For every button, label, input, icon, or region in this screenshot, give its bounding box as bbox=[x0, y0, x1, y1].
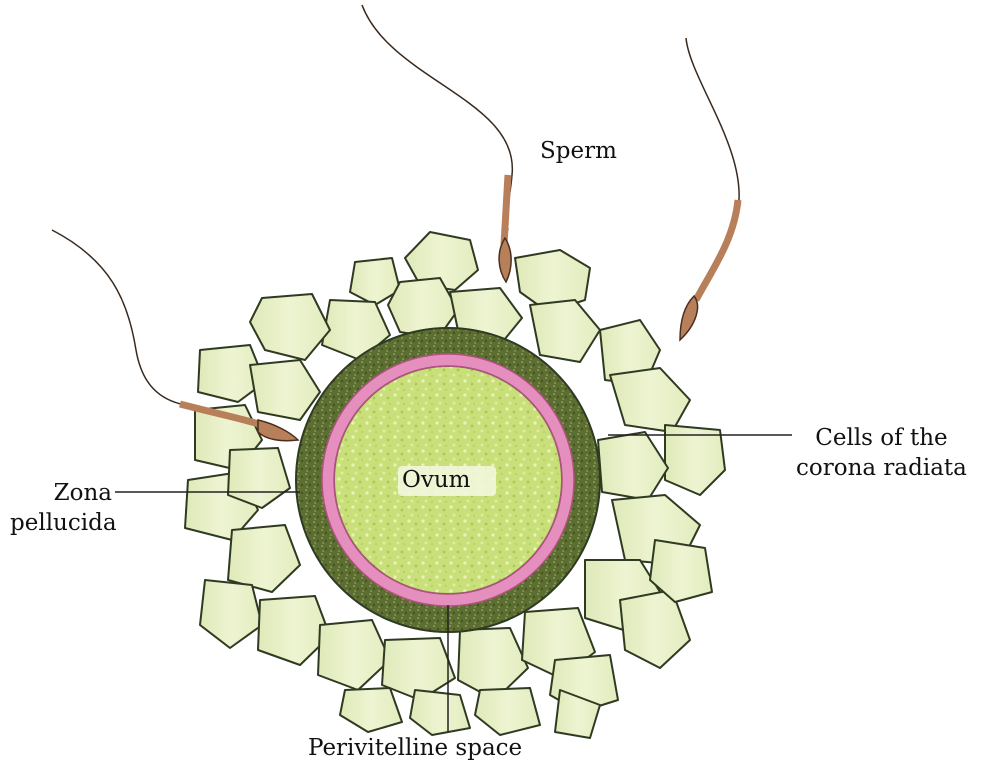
label-zona-pellucida: Zona pellucida bbox=[10, 478, 112, 538]
corona-cell bbox=[228, 448, 290, 508]
corona-cell bbox=[250, 360, 320, 420]
sperm-head bbox=[680, 296, 698, 340]
label-ovum: Ovum bbox=[402, 465, 470, 495]
label-corona-radiata: Cells of the corona radiata bbox=[796, 423, 967, 483]
corona-cell bbox=[318, 620, 390, 690]
sperm-midpiece bbox=[696, 200, 738, 300]
sperm-head bbox=[258, 420, 298, 441]
label-cells-line2: corona radiata bbox=[796, 453, 967, 483]
label-perivitelline-space: Perivitelline space bbox=[308, 733, 522, 763]
corona-cell bbox=[250, 294, 330, 360]
corona-cell bbox=[200, 580, 262, 648]
corona-cell bbox=[228, 525, 300, 592]
corona-cell bbox=[410, 690, 470, 735]
corona-cell bbox=[340, 688, 402, 732]
sperm-tail bbox=[362, 5, 512, 230]
sperm-tail bbox=[52, 230, 185, 405]
corona-cell bbox=[598, 432, 668, 500]
corona-cell bbox=[530, 300, 600, 362]
sperm-right bbox=[680, 38, 739, 340]
label-cells-line1: Cells of the bbox=[796, 423, 967, 453]
sperm-midpiece bbox=[504, 175, 508, 245]
corona-cell bbox=[475, 688, 540, 735]
label-zona-line1: Zona bbox=[10, 478, 112, 508]
sperm-tail bbox=[686, 38, 739, 210]
sperm-head bbox=[499, 238, 511, 282]
label-zona-line2: pellucida bbox=[10, 508, 112, 538]
label-sperm: Sperm bbox=[540, 136, 617, 166]
corona-cell bbox=[610, 368, 690, 432]
